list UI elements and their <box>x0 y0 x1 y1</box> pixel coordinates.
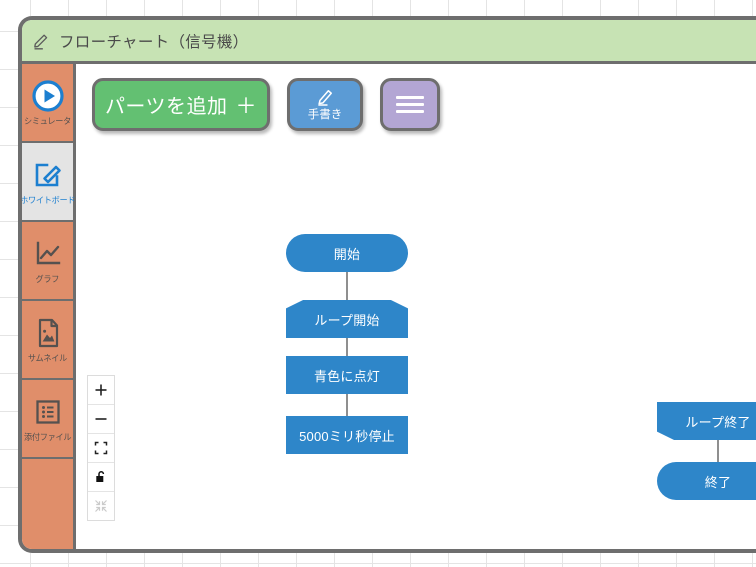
flow-node-wait[interactable]: 5000ミリ秒停止 <box>286 416 408 454</box>
flow-node-label: ループ開始 <box>314 312 380 328</box>
sidebar-filler <box>22 459 73 549</box>
menu-button[interactable] <box>380 78 440 131</box>
flow-node-label: 青色に点灯 <box>313 368 380 384</box>
sidebar-item-attachments[interactable]: 添付ファイル <box>22 380 73 459</box>
play-circle-icon <box>31 79 65 113</box>
handwrite-button[interactable]: 手書き <box>287 78 363 131</box>
zoom-controls <box>87 375 115 521</box>
add-part-button[interactable]: パーツを追加 ＋ <box>92 78 270 131</box>
expand-frame-icon <box>94 441 108 455</box>
flow-node-label: 5000ミリ秒停止 <box>299 428 395 444</box>
line-chart-icon <box>31 237 65 271</box>
lock-button[interactable] <box>88 463 114 492</box>
sidebar-item-label: シミュレータ <box>23 115 72 126</box>
zoom-in-button[interactable] <box>88 376 114 405</box>
flow-connector <box>346 394 348 416</box>
sidebar-item-thumbnail[interactable]: サムネイル <box>22 301 73 380</box>
canvas-toolbar: パーツを追加 ＋ 手書き <box>92 78 440 131</box>
sidebar-item-label: サムネイル <box>27 352 68 363</box>
sidebar-item-graph[interactable]: グラフ <box>22 222 73 301</box>
pencil-edit-icon[interactable] <box>32 31 52 51</box>
hamburger-menu-icon <box>396 92 424 117</box>
whiteboard-card: フローチャート（信号機） シミュレータ ホワイトボード <box>18 16 756 553</box>
collapse-button[interactable] <box>88 492 114 520</box>
whiteboard-canvas[interactable]: パーツを追加 ＋ 手書き <box>76 64 756 549</box>
plus-icon: ＋ <box>235 94 258 118</box>
flow-connector <box>346 336 348 356</box>
handwrite-label: 手書き <box>307 109 343 121</box>
pencil-square-icon <box>31 158 65 192</box>
fit-screen-button[interactable] <box>88 434 114 463</box>
flow-node-label: 終了 <box>704 474 732 490</box>
flow-node-start[interactable]: 開始 <box>286 234 408 272</box>
sidebar: シミュレータ ホワイトボード グラフ <box>22 64 76 549</box>
zoom-out-button[interactable] <box>88 405 114 434</box>
sidebar-item-label: ホワイトボード <box>19 194 76 205</box>
flow-node-loop-end[interactable]: ループ終了 <box>657 402 756 440</box>
sidebar-item-simulator[interactable]: シミュレータ <box>22 64 73 143</box>
sidebar-item-label: 添付ファイル <box>23 431 72 442</box>
collapse-arrows-icon <box>95 500 107 512</box>
unlocked-padlock-icon <box>96 471 105 482</box>
flow-node-loop-start[interactable]: ループ開始 <box>286 300 408 338</box>
sidebar-item-whiteboard[interactable]: ホワイトボード <box>19 143 76 222</box>
sidebar-item-label: グラフ <box>35 273 60 284</box>
flow-connector <box>346 272 348 300</box>
flow-node-light-blue[interactable]: 青色に点灯 <box>286 356 408 394</box>
flowchart: 開始 ループ開始 青色に点灯 5000ミリ秒停止 ループ終了 終了 <box>76 64 756 549</box>
image-document-icon <box>31 316 65 350</box>
flow-node-end[interactable]: 終了 <box>657 462 756 500</box>
flow-node-label: 開始 <box>333 246 361 262</box>
add-part-label: パーツを追加 <box>104 96 228 118</box>
flow-node-label: ループ終了 <box>685 414 751 430</box>
pencil-icon <box>314 87 336 107</box>
title-bar: フローチャート（信号機） <box>22 20 756 64</box>
page-title: フローチャート（信号機） <box>59 33 249 51</box>
plus-icon <box>95 384 107 396</box>
minus-icon <box>95 418 107 420</box>
flow-connector <box>717 438 719 462</box>
list-square-icon <box>31 395 65 429</box>
